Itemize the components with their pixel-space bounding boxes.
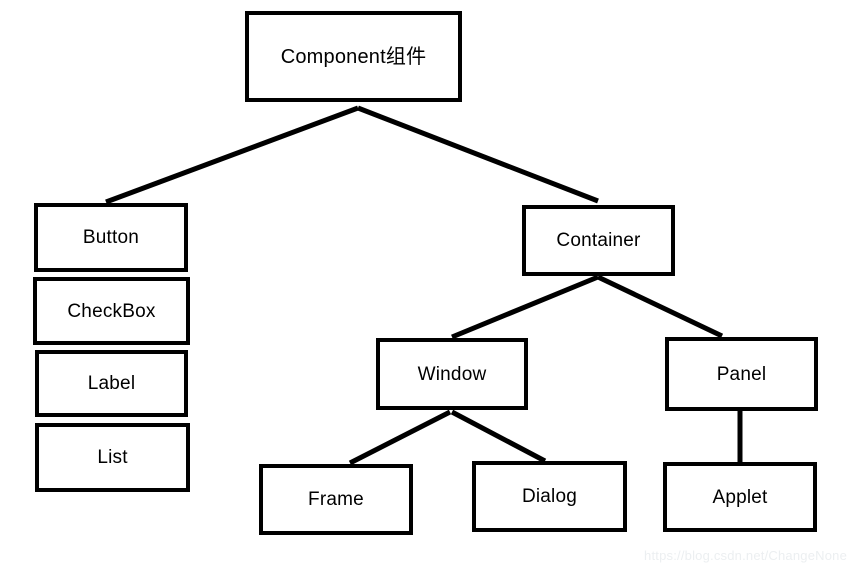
node-dialog[interactable]: Dialog <box>472 461 627 532</box>
edge-component-to-button <box>105 105 359 205</box>
node-button[interactable]: Button <box>34 203 188 272</box>
node-label-list: List <box>97 447 128 468</box>
node-checkbox[interactable]: CheckBox <box>33 277 190 345</box>
node-label-panel: Panel <box>716 363 767 385</box>
node-label-frame: Frame <box>308 489 364 510</box>
edge-container-to-panel <box>596 274 724 339</box>
node-applet[interactable]: Applet <box>663 462 817 532</box>
node-list[interactable]: List <box>35 423 190 492</box>
node-window[interactable]: Window <box>376 338 528 410</box>
node-label-dialog: Dialog <box>521 486 578 507</box>
watermark-text: https://blog.csdn.net/ChangeNone <box>644 548 847 563</box>
edge-window-to-dialog <box>450 409 547 464</box>
edge-container-to-window <box>451 274 599 340</box>
node-label-button: Button <box>82 227 140 248</box>
node-label-component: Component组件 <box>280 45 427 68</box>
node-label-applet: Applet <box>712 486 768 508</box>
node-label[interactable]: Label <box>35 350 188 417</box>
node-component[interactable]: Component组件 <box>245 11 462 102</box>
node-frame[interactable]: Frame <box>259 464 413 535</box>
node-label-window: Window <box>417 363 487 385</box>
node-container[interactable]: Container <box>522 205 675 276</box>
node-label-label: Label <box>87 373 136 394</box>
edge-component-to-container <box>357 105 599 204</box>
edge-window-to-frame <box>348 409 452 466</box>
node-panel[interactable]: Panel <box>665 337 818 411</box>
node-label-container: Container <box>556 230 641 251</box>
node-label-checkbox: CheckBox <box>67 300 156 322</box>
